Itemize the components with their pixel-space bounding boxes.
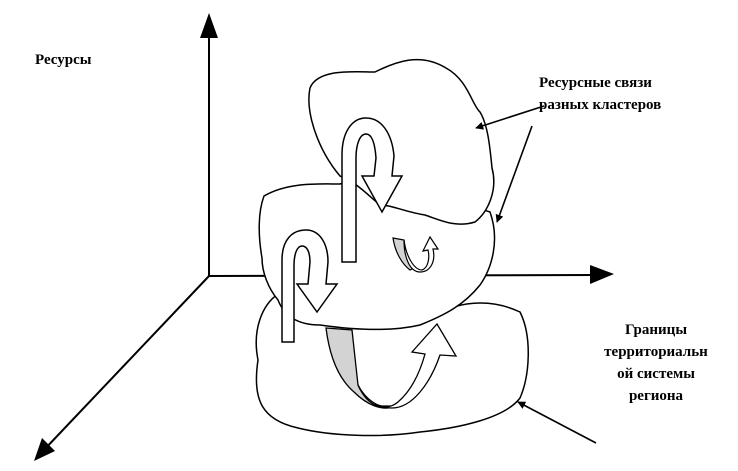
region-borders-label-line1: Границы: [581, 320, 731, 340]
callout-arrow-middle-blob: [497, 126, 532, 222]
vertical-axis-arrowhead: [200, 13, 218, 38]
callout-arrow-top-blob: [476, 106, 544, 128]
resources-axis-label: Ресурсы: [35, 50, 91, 70]
region-borders-label-line3: ой системы: [581, 364, 731, 384]
callout-arrow-bottom-blob: [518, 402, 596, 443]
cluster-links-label-line2: разных кластеров: [539, 95, 661, 115]
horizontal-axis-arrowhead: [590, 265, 614, 284]
cluster-links-label-line1: Ресурсные связи: [539, 73, 652, 93]
region-borders-label-line2: территориальн: [581, 342, 731, 362]
diagonal-axis: [42, 276, 209, 452]
region-borders-label-line4: региона: [581, 386, 731, 406]
